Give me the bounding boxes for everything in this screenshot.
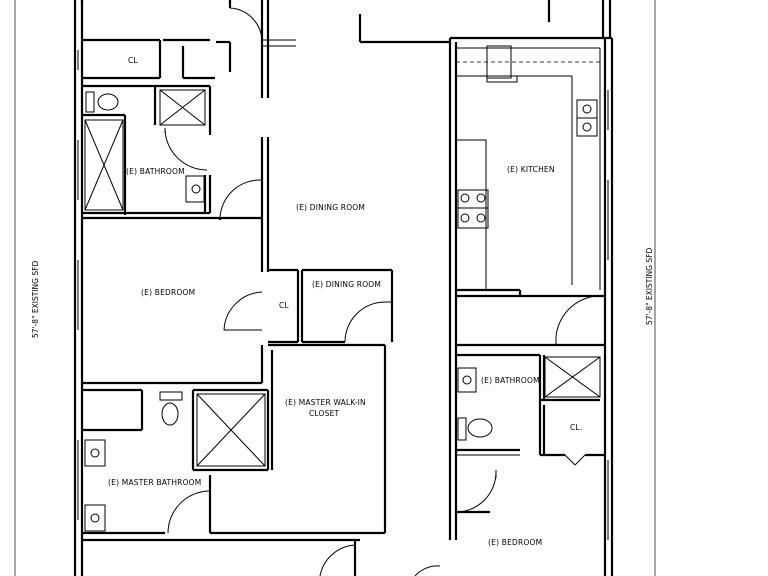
room-label-master-bathroom: (E) MASTER BATHROOM xyxy=(108,478,201,487)
room-label-bathroom-top: (E) BATHROOM xyxy=(126,167,185,176)
room-label-bedroom-left: (E) BEDROOM xyxy=(141,288,195,297)
room-labels: CL (E) BATHROOM (E) DINING ROOM (E) KITC… xyxy=(31,56,654,547)
room-label-dining-room-small: (E) DINING ROOM xyxy=(312,280,381,289)
room-label-bedroom-right: (E) BEDROOM xyxy=(488,538,542,547)
dimension-lines xyxy=(14,0,656,576)
room-label-kitchen: (E) KITCHEN xyxy=(507,165,555,174)
room-label-closet-mid: CL xyxy=(279,301,289,310)
interior-walls xyxy=(82,0,606,576)
fixtures xyxy=(84,45,601,532)
room-label-master-closet-line2: CLOSET xyxy=(309,409,340,418)
room-label-bathroom-right: (E) BATHROOM xyxy=(481,376,540,385)
room-label-closet-top-left: CL xyxy=(128,56,138,65)
room-label-dining-room-main: (E) DINING ROOM xyxy=(296,203,365,212)
room-label-master-closet-line1: (E) MASTER WALK-IN xyxy=(285,398,366,407)
exterior-walls xyxy=(73,0,614,576)
dimension-label-left: 57'-8" EXISTING SFD xyxy=(31,261,40,338)
dimension-label-right: 57'-8" EXISTING SFD xyxy=(645,248,654,325)
room-label-closet-right: CL. xyxy=(570,423,582,432)
